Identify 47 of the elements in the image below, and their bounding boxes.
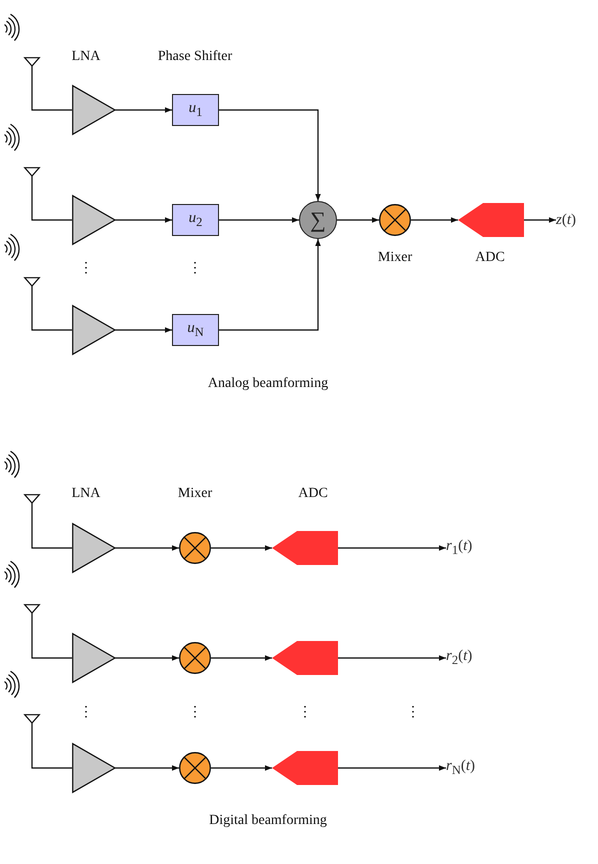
column-label: ADC xyxy=(475,251,505,265)
ellipsis: ⋮ xyxy=(188,706,202,720)
sum-circle: ∑ xyxy=(299,201,337,239)
caption: Digital beamforming xyxy=(209,814,327,828)
phase-shifter-box: u$_{N}$ xyxy=(172,314,219,346)
arrow xyxy=(115,765,179,771)
arrow xyxy=(211,655,272,661)
output-signal-label: r$_{N}$(t) xyxy=(446,756,496,780)
connector-line xyxy=(31,723,72,769)
column-label: Phase Shifter xyxy=(158,50,232,64)
output-signal-label: r$_{1}$(t) xyxy=(446,536,496,560)
arrow xyxy=(219,109,321,201)
arrow xyxy=(115,107,172,113)
output-signal-label: z(t) xyxy=(556,208,596,232)
arrow xyxy=(338,655,446,661)
connector-line xyxy=(31,286,72,331)
phase-shifter-box: u$_{2}$ xyxy=(172,204,219,236)
column-label: Mixer xyxy=(378,251,412,265)
connector-line xyxy=(31,503,72,549)
arrow xyxy=(211,545,272,551)
column-label: LNA xyxy=(72,487,100,501)
arrow xyxy=(115,545,179,551)
arrow xyxy=(338,765,446,771)
ellipsis: ⋮ xyxy=(79,262,93,276)
column-label: Mixer xyxy=(178,487,212,501)
connector-line xyxy=(31,66,72,111)
column-label: LNA xyxy=(72,50,100,64)
arrow xyxy=(115,327,172,333)
connector-line xyxy=(31,176,72,221)
arrow xyxy=(115,217,172,223)
ellipsis: ⋮ xyxy=(188,262,202,276)
connector-line xyxy=(31,613,72,659)
arrow xyxy=(115,655,179,661)
ellipsis: ⋮ xyxy=(79,706,93,720)
phase-shifter-box: u$_{1}$ xyxy=(172,94,219,126)
arrow xyxy=(219,217,299,223)
ellipsis: ⋮ xyxy=(298,706,312,720)
arrow xyxy=(524,217,556,223)
output-signal-label: r$_{2}$(t) xyxy=(446,646,496,670)
arrow xyxy=(211,765,272,771)
column-label: ADC xyxy=(298,487,328,501)
caption: Analog beamforming xyxy=(208,377,328,391)
ellipsis: ⋮ xyxy=(406,706,420,720)
arrow xyxy=(411,217,458,223)
arrow xyxy=(337,217,379,223)
arrow xyxy=(338,545,446,551)
arrow xyxy=(219,239,321,331)
